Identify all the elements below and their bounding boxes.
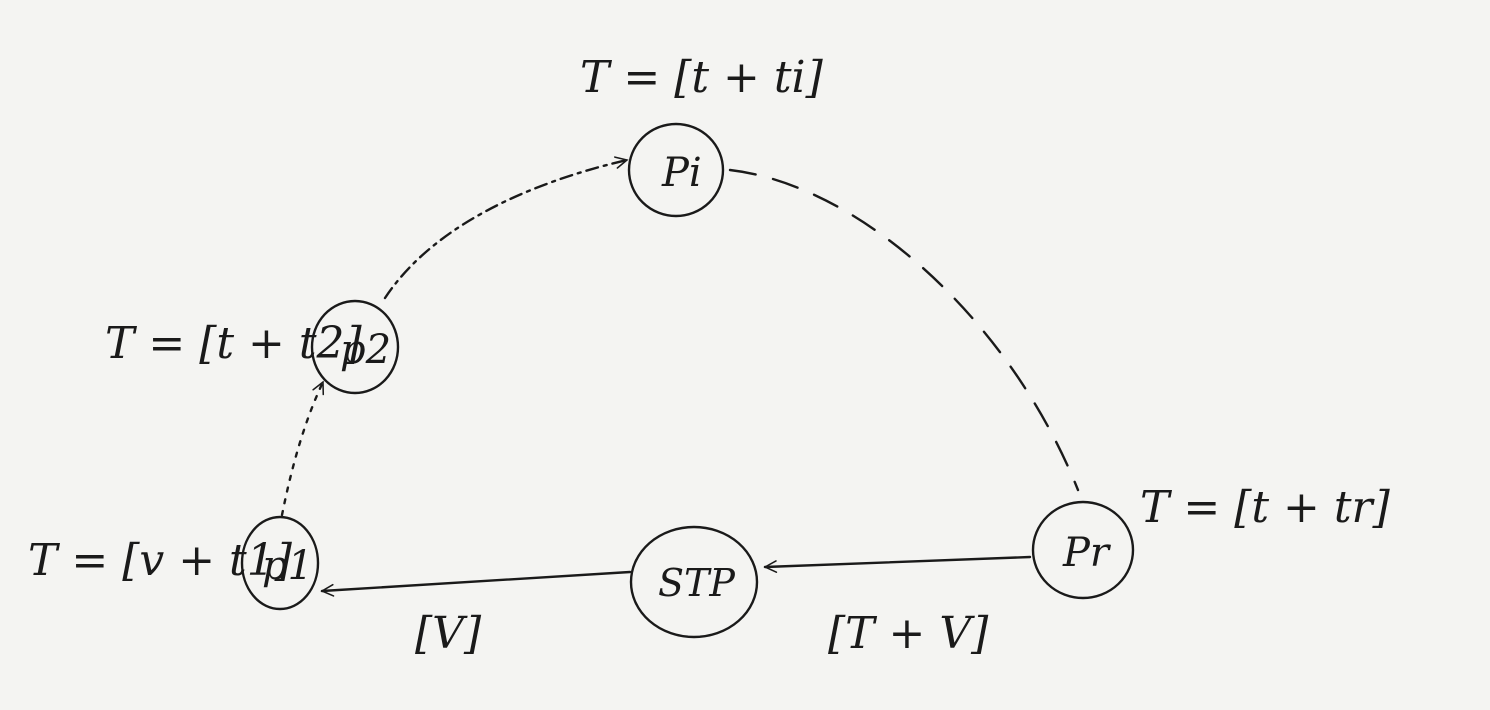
- annotation-pr: T = [t + tr]: [1140, 482, 1391, 533]
- edge-label-pr-to-stp: [T + V]: [828, 608, 989, 659]
- annotation-p1: T = [v + t1]: [28, 535, 293, 586]
- node-p2-circle: [310, 299, 400, 395]
- node-p1-circle: [240, 515, 320, 611]
- node-pi-label: Pi: [661, 150, 702, 196]
- node-pi-circle: [627, 122, 725, 218]
- node-p2-label: p2: [340, 327, 391, 373]
- node-stp-circle: [629, 525, 759, 639]
- annotation-p2: T = [t + t2]: [105, 318, 363, 369]
- node-stp-label: STP: [658, 561, 736, 605]
- node-p1-label: p1: [262, 543, 313, 589]
- edge-stp-to-p1: [322, 570, 632, 591]
- node-pr-label: Pr: [1062, 530, 1112, 576]
- annotation-pi: T = [t + ti]: [580, 52, 824, 103]
- edge-label-stp-to-p1: [V]: [415, 608, 482, 659]
- edge-p1-to-p2: [280, 382, 325, 517]
- edge-p2-to-pi: [383, 160, 627, 300]
- edge-pr-to-stp: [765, 555, 1032, 567]
- edge-pi-to-pr: [728, 168, 1080, 492]
- node-pr-circle: [1031, 500, 1135, 600]
